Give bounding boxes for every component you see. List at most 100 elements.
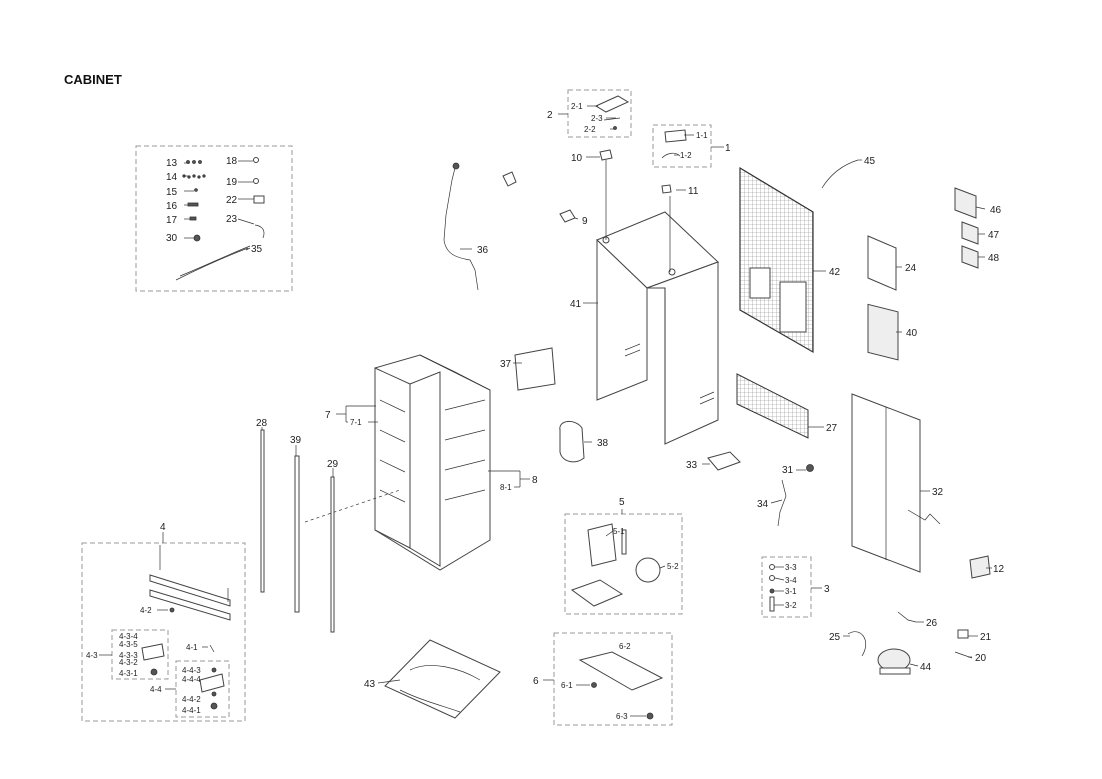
label-1: 1	[725, 143, 731, 154]
label-32: 32	[932, 487, 944, 498]
part-10	[599, 149, 613, 161]
label-3-3: 3-3	[785, 563, 797, 572]
bar-39	[294, 455, 300, 613]
part-34	[777, 479, 787, 527]
label-4-4-3: 4-4-3	[182, 666, 201, 675]
label-40: 40	[906, 328, 918, 339]
panel-32	[851, 393, 941, 573]
part-31	[806, 464, 814, 472]
group-3-parts	[769, 564, 775, 612]
label-13: 13	[166, 158, 178, 169]
label-21: 21	[980, 632, 992, 643]
label-17: 17	[166, 215, 178, 226]
label-20: 20	[975, 653, 987, 664]
part-27	[736, 373, 809, 439]
label-33: 33	[686, 460, 698, 471]
label-4-3-3: 4-3-3	[119, 651, 138, 660]
bar-28	[260, 429, 265, 593]
base-43	[384, 639, 501, 719]
label-10: 10	[571, 153, 583, 164]
label-42: 42	[829, 267, 841, 278]
guide-line	[304, 489, 401, 523]
label-7-1: 7-1	[350, 418, 362, 427]
label-6-2: 6-2	[619, 642, 631, 651]
label-4: 4	[160, 522, 166, 533]
label-4-3-5: 4-3-5	[119, 640, 138, 649]
small-parts-group-box	[135, 145, 293, 292]
part-37	[514, 347, 556, 391]
label-43: 43	[364, 679, 376, 690]
label-22: 22	[226, 195, 238, 206]
label-30: 30	[166, 233, 178, 244]
label-37: 37	[500, 359, 512, 370]
compressor-44	[877, 648, 911, 675]
label-4-4-2: 4-4-2	[182, 695, 201, 704]
part-11	[661, 184, 672, 194]
label-11: 11	[688, 186, 699, 197]
group-4-box	[81, 542, 246, 722]
label-29: 29	[327, 459, 339, 470]
group-4-parts	[141, 545, 231, 710]
label-4-2: 4-2	[140, 606, 152, 615]
part-21	[957, 629, 969, 639]
label-4-3-4: 4-3-4	[119, 632, 138, 641]
label-38: 38	[597, 438, 609, 449]
label-2-3: 2-3	[591, 114, 603, 123]
wire-45	[821, 159, 859, 189]
outer-case	[596, 211, 719, 445]
label-2-1: 2-1	[571, 102, 583, 111]
back-panel	[739, 166, 814, 354]
part-25	[847, 631, 867, 657]
group-4-3-box	[111, 629, 169, 680]
label-27: 27	[826, 423, 838, 434]
part-26	[897, 611, 917, 623]
label-5: 5	[619, 497, 625, 508]
label-26: 26	[926, 618, 938, 629]
label-5-1: 5-1	[613, 527, 625, 536]
label-6: 6	[533, 676, 539, 687]
boards-46-48	[954, 187, 979, 269]
group-6-parts	[578, 651, 664, 720]
label-34: 34	[757, 499, 769, 510]
group-4-4-box	[175, 660, 230, 718]
clip-part	[502, 171, 517, 187]
label-12: 12	[993, 564, 1005, 575]
label-25: 25	[829, 632, 841, 643]
label-7: 7	[325, 410, 331, 421]
group-5-parts	[570, 523, 661, 607]
group-3-box	[761, 556, 812, 618]
label-8: 8	[532, 475, 538, 486]
label-9: 9	[582, 216, 588, 227]
label-1-2: 1-2	[680, 151, 692, 160]
label-48: 48	[988, 253, 1000, 264]
part-38	[559, 421, 585, 463]
label-8-1: 8-1	[500, 483, 512, 492]
label-3-1: 3-1	[785, 587, 797, 596]
diagram-title: CABINET	[64, 72, 122, 87]
label-41: 41	[570, 299, 582, 310]
label-15: 15	[166, 187, 178, 198]
drain-pipe	[443, 167, 479, 291]
label-23: 23	[226, 214, 238, 225]
label-1-1: 1-1	[696, 131, 708, 140]
label-4-4-4: 4-4-4	[182, 675, 201, 684]
group-5-box	[564, 513, 683, 615]
bar-29	[330, 476, 335, 633]
label-24: 24	[905, 263, 917, 274]
label-4-1: 4-1	[186, 643, 198, 652]
part-40	[867, 303, 899, 361]
label-4-3: 4-3	[86, 651, 98, 660]
part-24	[867, 235, 897, 291]
label-3: 3	[824, 584, 830, 595]
label-18: 18	[226, 156, 238, 167]
part-2	[594, 95, 630, 130]
label-35: 35	[251, 244, 263, 255]
label-3-4: 3-4	[785, 576, 797, 585]
part-labels: 13 14 15 16 17 30 18 19 22 23 35 36 2 2-…	[86, 102, 1005, 721]
group-1-box	[652, 124, 712, 168]
inner-liner	[374, 354, 491, 571]
label-16: 16	[166, 201, 178, 212]
group-2-box	[567, 89, 632, 138]
label-2: 2	[547, 110, 553, 121]
